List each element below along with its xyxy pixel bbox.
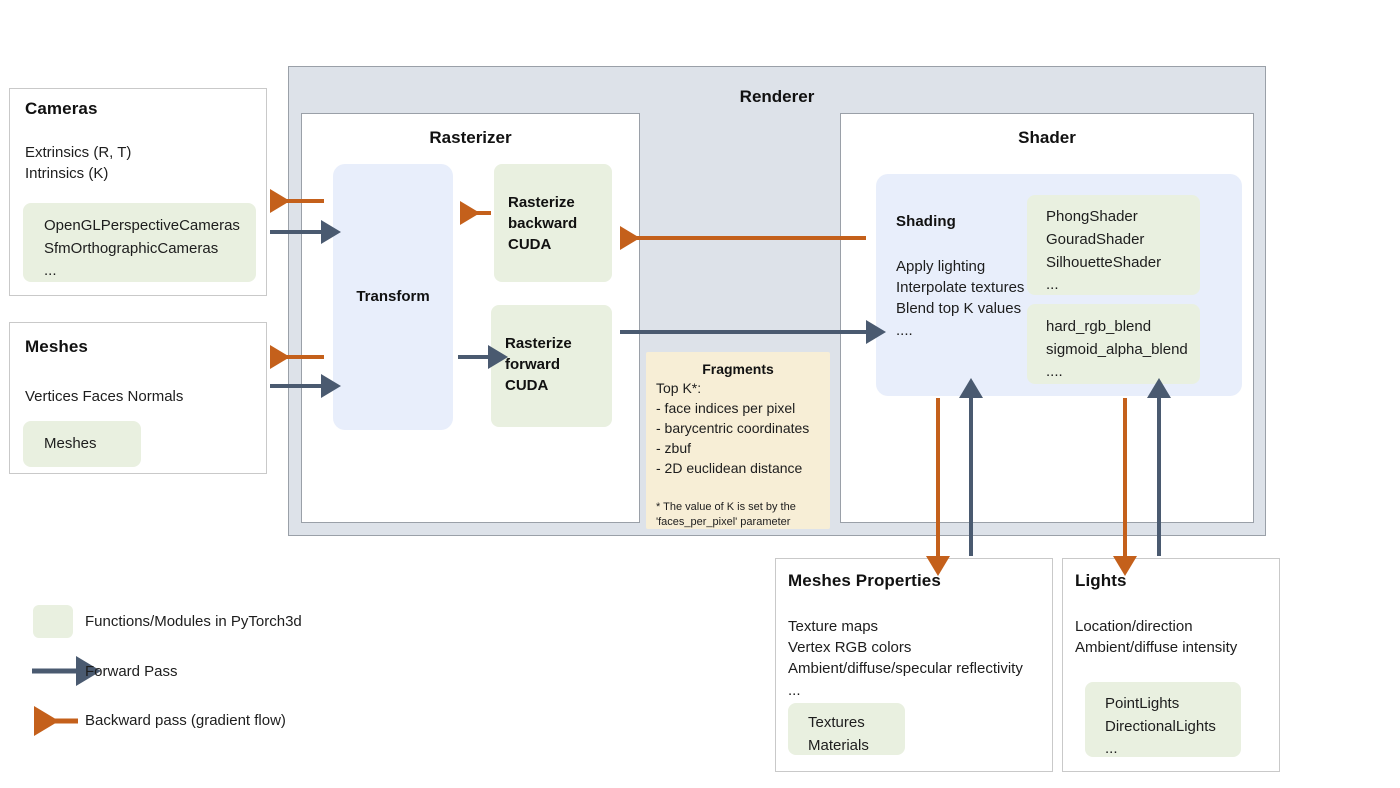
fragments-note-line-1: * The value of K is set by the (656, 501, 796, 513)
blend-functions-list: hard_rgb_blend sigmoid_alpha_blend .... (1046, 315, 1188, 381)
shader-modules-list: PhongShader GouradShader SilhouetteShade… (1046, 205, 1161, 294)
rasterize-backward-label: Rasterize backward CUDA (494, 192, 612, 255)
lights-line-2: Ambient/diffuse intensity (1075, 639, 1238, 656)
blend-functions-box: hard_rgb_blend sigmoid_alpha_blend .... (1027, 304, 1200, 384)
meshes-card: Meshes Vertices Faces Normals Meshes (9, 322, 267, 474)
rasterize-forward-line-3: CUDA (505, 377, 549, 394)
lights-module-1: PointLights (1105, 695, 1180, 712)
meshes-properties-line-3: Ambient/diffuse/specular reflectivity (788, 660, 1023, 677)
shader-module-1: PhongShader (1046, 208, 1138, 225)
fragments-line-2: - face indices per pixel (656, 400, 796, 416)
fragments-line-4: - zbuf (656, 440, 692, 456)
shading-line-2: Interpolate textures (896, 279, 1025, 296)
cameras-module-1: OpenGLPerspectiveCameras (44, 217, 240, 234)
legend-swatch-module (33, 605, 73, 638)
meshes-lines: Vertices Faces Normals (25, 386, 183, 407)
fragments-line-3: - barycentric coordinates (656, 420, 810, 436)
shader-module-2: GouradShader (1046, 231, 1145, 248)
cameras-line-2: Intrinsics (K) (25, 165, 109, 182)
lights-modules-list: PointLights DirectionalLights ... (1105, 692, 1216, 758)
cameras-modules-ellipsis: ... (44, 262, 57, 279)
shading-panel: Shading Apply lighting Interpolate textu… (876, 174, 1242, 396)
meshes-properties-module-2: Materials (808, 737, 869, 754)
cameras-line-1: Extrinsics (R, T) (25, 144, 132, 161)
fragments-lines: Top K*: - face indices per pixel - baryc… (656, 378, 820, 478)
fragments-line-5: - 2D euclidean distance (656, 460, 803, 476)
blend-function-2: sigmoid_alpha_blend (1046, 341, 1188, 358)
shader-modules-box: PhongShader GouradShader SilhouetteShade… (1027, 195, 1200, 295)
blend-functions-ellipsis: .... (1046, 363, 1063, 380)
meshes-properties-modules-box: Textures Materials (788, 703, 905, 755)
cameras-title: Cameras (25, 99, 98, 118)
shader-module-3: SilhouetteShader (1046, 254, 1162, 271)
meshes-properties-card: Meshes Properties Texture maps Vertex RG… (775, 558, 1053, 772)
rasterize-forward-box: Rasterize forward CUDA (491, 305, 612, 427)
fragments-box: Fragments Top K*: - face indices per pix… (646, 352, 830, 529)
lights-modules-ellipsis: ... (1105, 740, 1118, 757)
meshes-title: Meshes (25, 337, 88, 356)
shading-lines: Apply lighting Interpolate textures Blen… (896, 256, 1024, 340)
shading-title: Shading (896, 213, 956, 230)
meshes-properties-module-1: Textures (808, 714, 865, 731)
meshes-modules-box: Meshes (23, 421, 141, 467)
rasterize-backward-line-3: CUDA (508, 236, 552, 253)
cameras-card: Cameras Extrinsics (R, T) Intrinsics (K)… (9, 88, 267, 296)
meshes-properties-ellipsis: ... (788, 682, 801, 699)
rasterize-forward-line-2: forward (505, 356, 561, 373)
blend-function-1: hard_rgb_blend (1046, 318, 1152, 335)
meshes-modules-list: Meshes (44, 432, 97, 455)
rasterize-forward-line-1: Rasterize (505, 335, 572, 352)
cameras-module-2: SfmOrthographicCameras (44, 240, 219, 257)
legend-backward-arrow-icon (34, 706, 78, 736)
meshes-properties-title: Meshes Properties (788, 571, 941, 590)
meshes-properties-lines: Texture maps Vertex RGB colors Ambient/d… (788, 616, 1023, 700)
legend-forward-arrow-icon (32, 656, 101, 686)
cameras-modules-list: OpenGLPerspectiveCameras SfmOrthographic… (44, 214, 240, 280)
lights-modules-box: PointLights DirectionalLights ... (1085, 682, 1241, 757)
rasterize-backward-line-2: backward (508, 215, 578, 232)
legend-label-module: Functions/Modules in PyTorch3d (85, 613, 302, 630)
cameras-lines: Extrinsics (R, T) Intrinsics (K) (25, 142, 131, 184)
meshes-module-1: Meshes (44, 435, 97, 452)
meshes-line-1: Vertices Faces Normals (25, 388, 184, 405)
transform-label: Transform (356, 288, 430, 305)
rasterizer-title: Rasterizer (429, 128, 512, 147)
shading-line-1: Apply lighting (896, 258, 986, 275)
shading-line-3: Blend top K values (896, 300, 1022, 317)
legend-label-backward: Backward pass (gradient flow) (85, 712, 286, 729)
legend-label-forward: Forward Pass (85, 663, 178, 680)
rasterize-forward-label: Rasterize forward CUDA (491, 333, 612, 396)
meshes-properties-line-2: Vertex RGB colors (788, 639, 912, 656)
transform-box: Transform (333, 164, 453, 430)
meshes-properties-modules-list: Textures Materials (808, 711, 869, 757)
lights-module-2: DirectionalLights (1105, 718, 1216, 735)
legend: Functions/Modules in PyTorch3d Forward P… (30, 600, 450, 740)
shader-modules-ellipsis: ... (1046, 276, 1059, 293)
rasterize-backward-line-1: Rasterize (508, 194, 575, 211)
rasterize-backward-box: Rasterize backward CUDA (494, 164, 612, 282)
lights-lines: Location/direction Ambient/diffuse inten… (1075, 616, 1237, 658)
fragments-note: * The value of K is set by the 'faces_pe… (656, 500, 820, 530)
fragments-title: Fragments (702, 361, 774, 377)
meshes-properties-line-1: Texture maps (788, 618, 879, 635)
renderer-title: Renderer (739, 87, 815, 106)
lights-line-1: Location/direction (1075, 618, 1193, 635)
fragments-line-1: Top K*: (656, 380, 702, 396)
shading-ellipsis: .... (896, 322, 913, 339)
cameras-modules-box: OpenGLPerspectiveCameras SfmOrthographic… (23, 203, 256, 282)
fragments-note-line-2: 'faces_per_pixel' parameter (656, 516, 791, 528)
shader-title: Shader (1018, 128, 1076, 147)
